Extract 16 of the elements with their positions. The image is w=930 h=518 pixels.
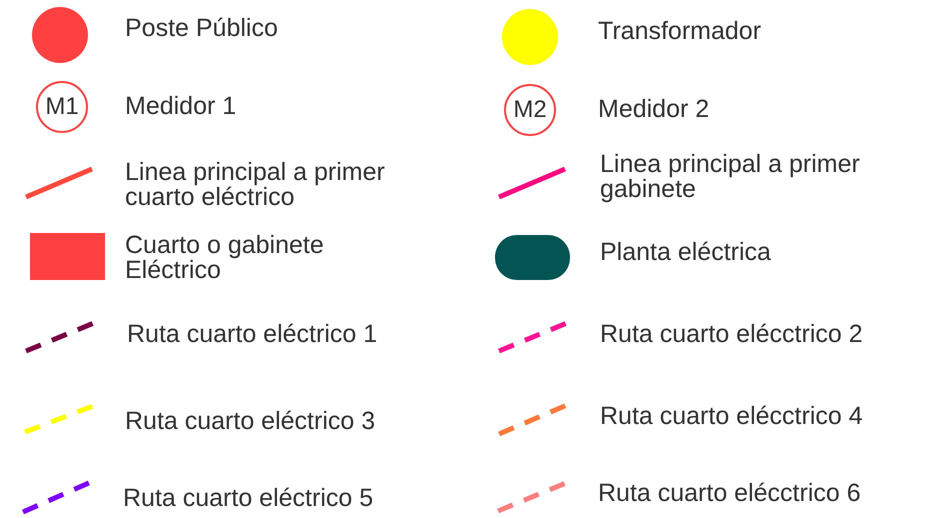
meter-label: M2	[513, 98, 547, 122]
meter-label: M1	[45, 95, 79, 119]
legend-text: Transformador	[598, 19, 762, 44]
legend-text: Cuarto o gabinete Eléctrico	[125, 233, 325, 283]
legend-text: Ruta cuarto eléctrico 5	[123, 486, 374, 511]
legend-text: Ruta cuarto elécctrico 4	[600, 404, 864, 429]
legend-text: Planta eléctrica	[600, 240, 772, 265]
legend-text: Medidor 2	[598, 97, 710, 122]
legend-text: Ruta cuarto elécctrico 6	[598, 481, 862, 506]
legend-text: Linea principal a primer gabinete	[600, 152, 861, 202]
legend-text: Linea principal a primer cuarto eléctrico	[125, 160, 386, 210]
legend-text: Ruta cuarto elécctrico 2	[600, 322, 864, 347]
legend-text: Ruta cuarto eléctrico 3	[125, 409, 376, 434]
legend-text: Poste Público	[125, 16, 279, 41]
legend-text: Ruta cuarto eléctrico 1	[127, 322, 378, 347]
legend-text: Medidor 1	[125, 94, 238, 119]
